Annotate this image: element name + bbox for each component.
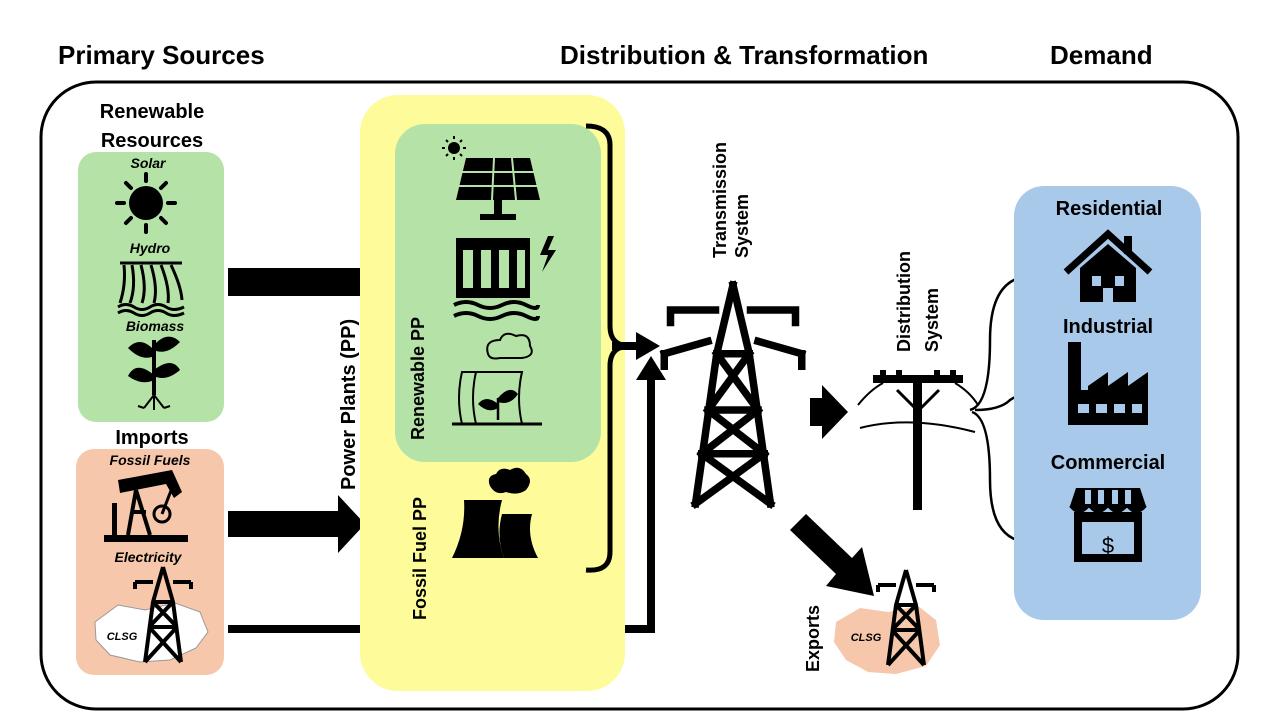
branch-to-commercial <box>971 410 1031 544</box>
factory-icon <box>1068 342 1148 425</box>
hydro-label: Hydro <box>130 240 171 256</box>
waterfall-icon <box>117 261 185 317</box>
header-distribution-transformation: Distribution & Transformation <box>560 40 928 70</box>
renewable-title-line1: Renewable <box>100 101 204 123</box>
commercial-label: Commercial <box>1051 452 1166 474</box>
exports-label: Exports <box>803 605 823 672</box>
biomass-label: Biomass <box>126 318 185 334</box>
house-icon <box>1063 229 1153 302</box>
distribution-label-line2: System <box>922 288 942 352</box>
fossil-fuels-label: Fossil Fuels <box>110 452 191 468</box>
renewable-pp-label: Renewable PP <box>408 317 428 440</box>
arrow-fossil-to-pp <box>228 495 365 553</box>
plant-icon <box>128 336 180 410</box>
exports-clsg-label: CLSG <box>851 632 882 644</box>
distribution-label-line1: Distribution <box>894 251 914 352</box>
header-demand: Demand <box>1050 40 1153 70</box>
imports-clsg-label: CLSG <box>107 631 138 643</box>
arrow-transmission-to-exports <box>790 514 874 596</box>
transmission-label-line2: System <box>732 194 752 258</box>
fossil-fuel-pp-label: Fossil Fuel PP <box>410 497 430 620</box>
transmission-pylon-icon <box>664 285 802 504</box>
utility-pole-icon <box>857 370 979 510</box>
branch-to-residential <box>969 274 1031 412</box>
renewable-title-line2: Resources <box>101 130 203 152</box>
shop-icon: $ <box>1069 488 1147 562</box>
biomass-plant-icon <box>452 332 542 426</box>
arrow-renewable-to-pp <box>228 250 412 314</box>
transmission-label-line1: Transmission <box>710 142 730 258</box>
residential-label: Residential <box>1056 198 1163 220</box>
electricity-label: Electricity <box>115 549 183 565</box>
solar-panel-icon <box>442 136 540 220</box>
fossil-plant-icon <box>452 467 538 558</box>
power-plants-label: Power Plants (PP) <box>338 319 360 490</box>
hydro-dam-icon <box>453 236 556 321</box>
industrial-label: Industrial <box>1063 316 1153 338</box>
arrow-transmission-to-distribution <box>810 385 848 439</box>
sun-icon <box>115 172 177 234</box>
arrowhead-electricity-import <box>636 356 666 380</box>
oil-pump-icon <box>104 470 188 542</box>
solar-label: Solar <box>130 155 167 171</box>
header-primary-sources: Primary Sources <box>58 40 265 70</box>
arrowhead-pp-to-transmission <box>636 332 660 360</box>
imports-title: Imports <box>115 427 188 449</box>
outer-frame <box>39 80 1240 711</box>
currency-symbol: $ <box>1102 533 1114 558</box>
renewable-resources-box <box>78 152 224 422</box>
